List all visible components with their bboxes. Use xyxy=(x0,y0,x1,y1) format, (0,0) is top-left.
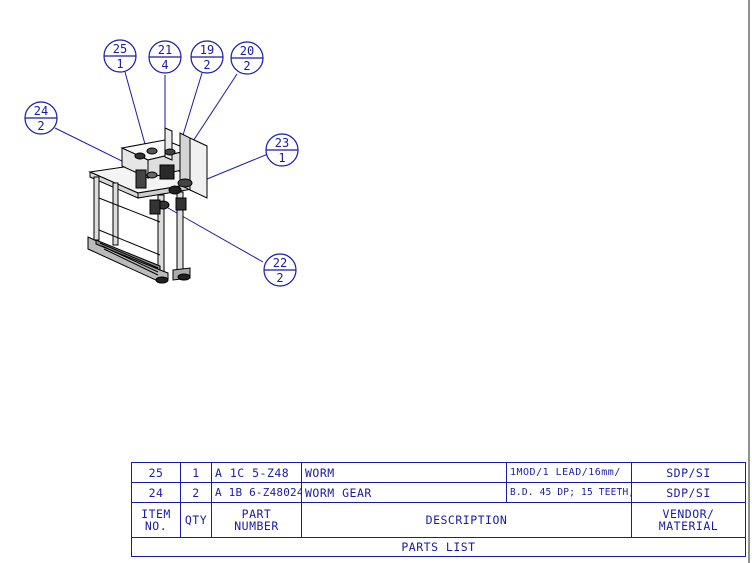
balloon-quantity: 2 xyxy=(276,271,283,285)
header-part-number: PART NUMBER xyxy=(211,502,302,538)
header-item-no: ITEM NO. xyxy=(131,502,181,538)
parts-list-table: 25 1 A 1C 5-Z48 WORM 1MOD/1 LEAD/16mm/ S… xyxy=(131,462,746,557)
spec-cell: B.D. 45 DP; 15 TEETH, 24 SPEC, /DI...TH,… xyxy=(506,482,632,503)
header-vendor-line1: VENDOR/ xyxy=(662,507,715,521)
balloon-24: 242 xyxy=(24,101,58,135)
balloon-item-number: 24 xyxy=(34,104,48,118)
balloon-quantity: 2 xyxy=(243,59,250,73)
balloon-item-number: 22 xyxy=(273,256,287,270)
header-description: DESCRIPTION xyxy=(301,502,632,538)
balloon-quantity: 2 xyxy=(37,119,44,133)
parts-list-title: PARTS LIST xyxy=(131,537,746,557)
part-number-cell: A 1C 5-Z48 xyxy=(211,462,302,483)
header-part-line2: NUMBER xyxy=(234,519,279,533)
header-item-line2: NO. xyxy=(144,519,168,533)
item-cell: 25 xyxy=(131,462,181,483)
balloon-item-number: 19 xyxy=(200,43,214,57)
assembly-model xyxy=(87,127,208,284)
balloon-item-number: 20 xyxy=(240,44,254,58)
balloon-quantity: 1 xyxy=(116,57,123,71)
balloon-item-number: 21 xyxy=(158,43,172,57)
part-number-cell: A 1B 6-Z48024 xyxy=(211,482,302,503)
balloon-20: 202 xyxy=(230,41,264,75)
balloon-quantity: 1 xyxy=(278,151,285,165)
spec-cell: 1MOD/1 LEAD/16mm/ xyxy=(506,462,632,483)
balloon-23: 231 xyxy=(265,133,299,167)
balloon-25: 251 xyxy=(103,39,137,73)
leader-lines xyxy=(54,71,269,263)
table-header-row: ITEM NO. QTY PART NUMBER DESCRIPTION VEN… xyxy=(131,502,746,538)
balloon-quantity: 4 xyxy=(161,58,168,72)
vendor-cell: SDP/SI xyxy=(631,482,746,503)
description-cell: WORM xyxy=(301,462,507,483)
header-qty: QTY xyxy=(180,502,212,538)
item-cell: 24 xyxy=(131,482,181,503)
balloon-21: 214 xyxy=(148,40,182,74)
balloon-quantity: 2 xyxy=(203,58,210,72)
table-row: 24 2 A 1B 6-Z48024 WORM GEAR B.D. 45 DP;… xyxy=(131,482,746,503)
balloon-item-number: 25 xyxy=(113,42,127,56)
header-item-line1: ITEM xyxy=(141,507,171,521)
balloon-19: 192 xyxy=(190,40,224,74)
vendor-cell: SDP/SI xyxy=(631,462,746,483)
qty-cell: 2 xyxy=(180,482,212,503)
balloon-22: 222 xyxy=(263,253,297,287)
qty-cell: 1 xyxy=(180,462,212,483)
balloon-item-number: 23 xyxy=(275,136,289,150)
table-row: 25 1 A 1C 5-Z48 WORM 1MOD/1 LEAD/16mm/ S… xyxy=(131,462,746,483)
description-cell: WORM GEAR xyxy=(301,482,507,503)
table-title-row: PARTS LIST xyxy=(131,537,746,557)
header-part-line1: PART xyxy=(241,507,272,521)
header-vendor-line2: MATERIAL xyxy=(658,519,719,533)
header-vendor: VENDOR/ MATERIAL xyxy=(631,502,746,538)
